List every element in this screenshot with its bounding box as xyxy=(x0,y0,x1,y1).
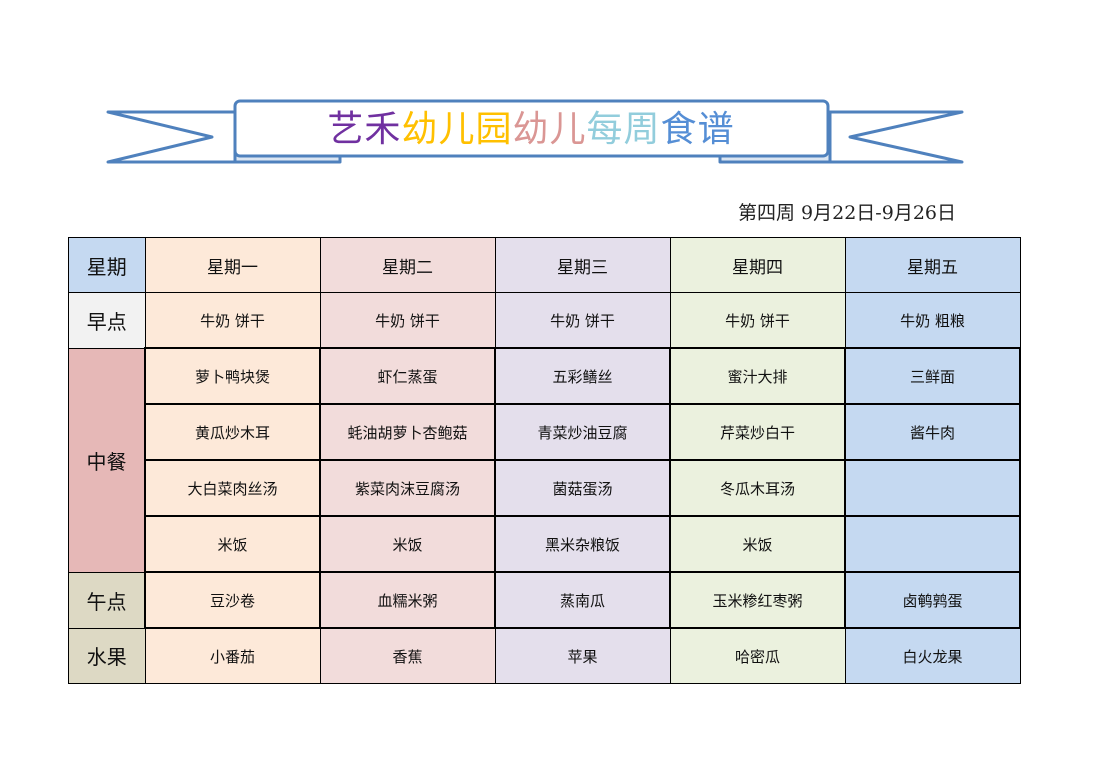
menu-cell: 香蕉 xyxy=(319,627,496,684)
menu-cell: 冬瓜木耳汤 xyxy=(669,459,846,517)
menu-cell: 牛奶 饼干 xyxy=(319,292,496,349)
menu-cell: 牛奶 粗粮 xyxy=(844,292,1021,349)
title-char: 艺 xyxy=(327,109,365,150)
week-date-range: 第四周 9月22日-9月26日 xyxy=(738,202,956,224)
title-char: 禾 xyxy=(364,109,402,150)
row-label-header: 星期 xyxy=(68,237,146,293)
menu-cell: 紫菜肉沫豆腐汤 xyxy=(319,459,496,517)
menu-row-breakfast: 早点牛奶 饼干牛奶 饼干牛奶 饼干牛奶 饼干牛奶 粗粮 xyxy=(68,292,1021,349)
row-label-snack: 午点 xyxy=(68,571,146,629)
menu-cell: 牛奶 饼干 xyxy=(494,292,671,349)
row-label-fruit: 水果 xyxy=(68,627,146,684)
title-char: 每 xyxy=(586,109,624,150)
menu-cell: 小番茄 xyxy=(144,627,321,684)
day-header: 星期一 xyxy=(144,237,321,293)
menu-cell: 米饭 xyxy=(319,515,496,573)
title-ribbon-banner xyxy=(106,99,964,164)
menu-row-snack: 午点豆沙卷血糯米粥蒸南瓜玉米糁红枣粥卤鹌鹑蛋 xyxy=(68,571,1021,629)
menu-row-lunch: 黄瓜炒木耳蚝油胡萝卜杏鲍菇青菜炒油豆腐芹菜炒白干酱牛肉 xyxy=(69,403,1021,461)
row-label-lunch: 中餐 xyxy=(68,347,146,573)
row-label-breakfast: 早点 xyxy=(68,292,146,349)
menu-row-fruit: 水果小番茄香蕉苹果哈密瓜白火龙果 xyxy=(68,627,1021,684)
menu-cell: 酱牛肉 xyxy=(844,403,1021,461)
menu-cell: 米饭 xyxy=(669,515,846,573)
menu-row-header: 星期星期一星期二星期三星期四星期五 xyxy=(68,237,1021,293)
title-char: 幼 xyxy=(512,109,550,150)
menu-cell xyxy=(844,459,1021,517)
day-header: 星期三 xyxy=(494,237,671,293)
menu-cell: 豆沙卷 xyxy=(144,571,321,629)
menu-cell: 牛奶 饼干 xyxy=(669,292,846,349)
menu-cell: 青菜炒油豆腐 xyxy=(494,403,671,461)
menu-cell: 白火龙果 xyxy=(844,627,1021,684)
title-char: 谱 xyxy=(697,109,735,150)
menu-cell: 米饭 xyxy=(144,515,321,573)
menu-cell: 血糯米粥 xyxy=(319,571,496,629)
menu-row-lunch: 大白菜肉丝汤紫菜肉沫豆腐汤菌菇蛋汤冬瓜木耳汤 xyxy=(69,459,1021,517)
menu-row-lunch: 中餐萝卜鸭块煲虾仁蒸蛋五彩鳝丝蜜汁大排三鲜面 xyxy=(68,347,1021,573)
menu-cell: 卤鹌鹑蛋 xyxy=(844,571,1021,629)
menu-cell: 五彩鳝丝 xyxy=(494,347,671,405)
day-header: 星期四 xyxy=(669,237,846,293)
menu-cell xyxy=(844,515,1021,573)
title-char: 幼 xyxy=(401,109,439,150)
day-header: 星期五 xyxy=(844,237,1021,293)
menu-cell: 蜜汁大排 xyxy=(669,347,846,405)
menu-cell: 蒸南瓜 xyxy=(494,571,671,629)
menu-cell: 黄瓜炒木耳 xyxy=(144,403,321,461)
menu-cell: 牛奶 饼干 xyxy=(144,292,321,349)
menu-cell: 菌菇蛋汤 xyxy=(494,459,671,517)
weekly-menu-table: 星期星期一星期二星期三星期四星期五早点牛奶 饼干牛奶 饼干牛奶 饼干牛奶 饼干牛… xyxy=(68,237,1021,684)
menu-cell: 虾仁蒸蛋 xyxy=(319,347,496,405)
menu-row-lunch: 米饭米饭黑米杂粮饭米饭 xyxy=(69,515,1021,573)
menu-cell: 黑米杂粮饭 xyxy=(494,515,671,573)
menu-cell: 芹菜炒白干 xyxy=(669,403,846,461)
menu-cell: 三鲜面 xyxy=(844,347,1021,405)
menu-cell: 苹果 xyxy=(494,627,671,684)
menu-cell: 玉米糁红枣粥 xyxy=(669,571,846,629)
day-header: 星期二 xyxy=(319,237,496,293)
menu-cell: 大白菜肉丝汤 xyxy=(144,459,321,517)
title-char: 园 xyxy=(475,109,513,150)
menu-cell: 蚝油胡萝卜杏鲍菇 xyxy=(319,403,496,461)
title-char: 儿 xyxy=(549,109,587,150)
title-char: 食 xyxy=(660,109,698,150)
menu-cell: 哈密瓜 xyxy=(669,627,846,684)
title-char: 儿 xyxy=(438,109,476,150)
menu-cell: 萝卜鸭块煲 xyxy=(144,347,321,405)
page-title: 艺禾幼儿园幼儿每周食谱 xyxy=(235,100,827,152)
title-char: 周 xyxy=(623,109,661,150)
